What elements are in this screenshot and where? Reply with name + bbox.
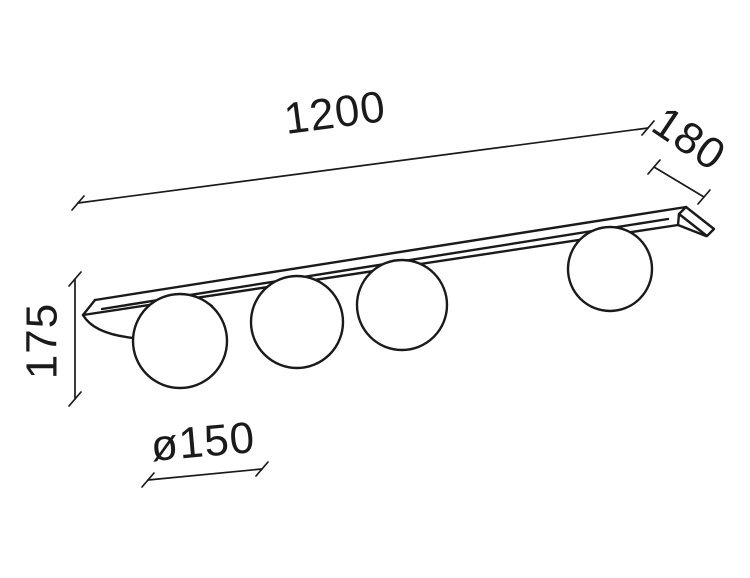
globe-4	[566, 225, 654, 313]
dimension-length-line	[77, 127, 649, 204]
fixture-end-cap-bottom	[676, 223, 708, 238]
dimension-length: 1200	[71, 82, 655, 211]
globe-2-sphere	[249, 274, 345, 370]
dimension-diameter-tick-end	[255, 461, 269, 477]
dimension-diameter-tick-start	[141, 472, 155, 488]
globe-4-sphere	[566, 225, 654, 313]
dimension-diameter: ø150	[141, 413, 269, 488]
dimension-depth-line	[653, 166, 705, 198]
fixture-top-edge	[93, 205, 688, 302]
dimension-depth-tick-start	[647, 159, 661, 175]
dimension-height: 175	[18, 271, 82, 407]
fixture-left-mount	[81, 313, 136, 340]
globe-3-sphere	[355, 258, 449, 352]
globe-1	[131, 292, 229, 390]
dimension-diameter-label: ø150	[149, 413, 257, 471]
globe-3	[355, 258, 449, 352]
dimension-height-tick-bottom	[68, 391, 82, 407]
dimension-height-label: 175	[18, 303, 67, 379]
dimension-length-label: 1200	[281, 82, 388, 144]
dimension-length-tick-start	[71, 195, 85, 211]
dimension-length-tick-end	[641, 120, 655, 136]
dimension-diameter-line	[147, 468, 263, 481]
fixture-left-end	[81, 298, 97, 317]
dimension-depth: 180	[644, 97, 734, 205]
dimension-height-tick-top	[68, 271, 82, 287]
globe-2	[249, 274, 345, 370]
fixture-end-cap-edge	[676, 212, 681, 227]
globe-1-sphere	[131, 292, 229, 390]
dimension-depth-tick-end	[697, 189, 711, 205]
